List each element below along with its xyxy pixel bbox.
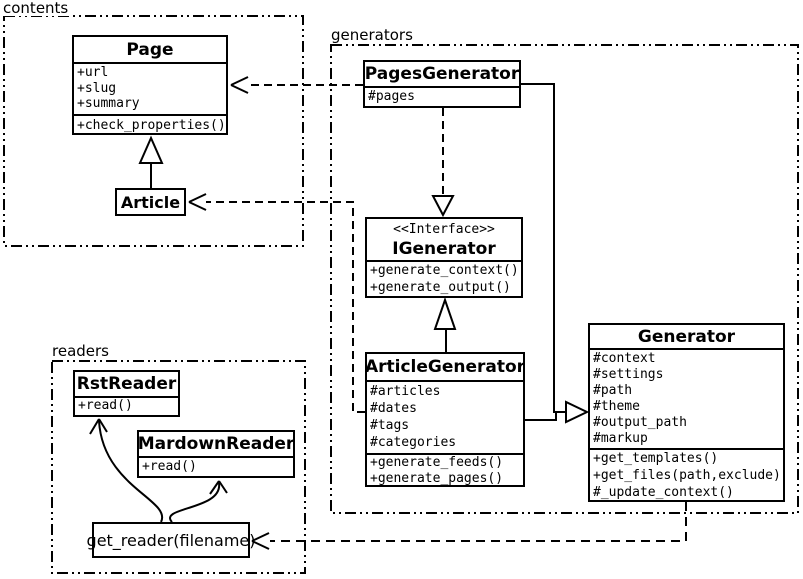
edge-articlegenerator-article-dependency bbox=[188, 193, 365, 413]
method: +get_templates() bbox=[593, 451, 719, 466]
attribute: +slug bbox=[77, 80, 117, 96]
class-generator-attributes: #context #settings #path #theme #output_… bbox=[590, 348, 783, 448]
class-article: Article bbox=[115, 188, 186, 216]
class-igenerator-stereotype: <<Interface>> bbox=[393, 222, 495, 237]
method: +generate_pages() bbox=[370, 470, 504, 486]
edge-generators-generator-inheritance bbox=[521, 83, 590, 424]
class-mardownreader-methods: +read() bbox=[139, 456, 293, 476]
class-pagesgenerator: PagesGenerator #pages bbox=[363, 60, 521, 108]
class-rstreader: RstReader +read() bbox=[73, 370, 180, 417]
edge-generator-getreader-dependency bbox=[251, 502, 687, 550]
method: +read() bbox=[78, 398, 133, 413]
class-pagesgenerator-attributes: #pages bbox=[365, 86, 519, 106]
method: +generate_context() bbox=[370, 263, 519, 278]
class-article-name: Article bbox=[120, 192, 181, 212]
class-generator: Generator #context #settings #path #them… bbox=[588, 323, 785, 502]
class-articlegenerator-methods: +generate_feeds() +generate_pages() bbox=[367, 453, 523, 486]
attribute: +summary bbox=[77, 96, 140, 111]
package-generators-border bbox=[330, 44, 799, 514]
method: +get_files(path,exclude) bbox=[593, 468, 781, 483]
attribute: #output_path bbox=[593, 415, 687, 430]
attribute: #settings bbox=[593, 367, 664, 382]
package-contents-border bbox=[3, 15, 304, 247]
class-generator-name: Generator bbox=[637, 326, 736, 347]
edge-getreader-rstreader-arrow bbox=[89, 418, 164, 523]
attribute: #categories bbox=[370, 435, 457, 450]
class-articlegenerator-name: ArticleGenerator bbox=[364, 357, 526, 377]
attribute: #articles bbox=[370, 384, 441, 399]
class-page-attributes: +url +slug +summary bbox=[74, 62, 226, 114]
class-igenerator-methods: +generate_context() +generate_output() bbox=[367, 260, 521, 298]
class-igenerator-header: <<Interface>> IGenerator bbox=[367, 219, 521, 260]
class-igenerator-name: IGenerator bbox=[392, 239, 496, 259]
class-page-methods: +check_properties() bbox=[74, 114, 226, 136]
attribute: +url bbox=[77, 65, 109, 80]
get-reader-box: get_reader(filename) bbox=[87, 522, 255, 558]
class-page-name: Page bbox=[126, 39, 174, 60]
attribute: #pages bbox=[368, 89, 415, 104]
attribute: #dates bbox=[370, 401, 417, 416]
class-rstreader-name: RstReader bbox=[76, 374, 177, 394]
edge-pagesgenerator-page-dependency bbox=[230, 76, 363, 94]
package-contents-label: contents bbox=[1, 0, 71, 17]
attribute: #theme bbox=[593, 399, 640, 414]
method: #_update_context() bbox=[593, 485, 734, 500]
class-articlegenerator: ArticleGenerator #articles #dates #tags … bbox=[365, 352, 525, 487]
class-page: Page +url +slug +summary +check_properti… bbox=[72, 35, 228, 135]
method: +generate_output() bbox=[370, 280, 511, 295]
class-rstreader-methods: +read() bbox=[75, 396, 178, 415]
method: +check_properties() bbox=[77, 118, 226, 133]
attribute: #tags bbox=[370, 418, 410, 433]
class-pagesgenerator-name: PagesGenerator bbox=[364, 64, 520, 84]
class-generator-methods: +get_templates() +get_files(path,exclude… bbox=[590, 448, 783, 501]
class-mardownreader: MardownReader +read() bbox=[137, 430, 295, 478]
edge-pagesgenerator-igenerator-realization bbox=[431, 108, 455, 218]
package-readers-label: readers bbox=[50, 342, 111, 360]
class-mardownreader-name: MardownReader bbox=[137, 434, 295, 454]
edge-articlegenerator-igenerator-inheritance bbox=[433, 296, 457, 352]
method: +read() bbox=[142, 459, 197, 474]
class-igenerator: <<Interface>> IGenerator +generate_conte… bbox=[365, 217, 523, 298]
edge-getreader-mardownreader-arrow bbox=[169, 480, 228, 523]
attribute: #path bbox=[593, 383, 633, 398]
edge-article-page-inheritance bbox=[138, 135, 164, 188]
attribute: #markup bbox=[593, 431, 648, 446]
package-generators-label: generators bbox=[329, 26, 415, 44]
package-readers-border bbox=[51, 360, 306, 574]
attribute: #context bbox=[593, 351, 656, 366]
class-articlegenerator-attributes: #articles #dates #tags #categories bbox=[367, 380, 523, 453]
method: +generate_feeds() bbox=[370, 455, 504, 470]
get-reader-label: get_reader(filename) bbox=[86, 530, 256, 550]
